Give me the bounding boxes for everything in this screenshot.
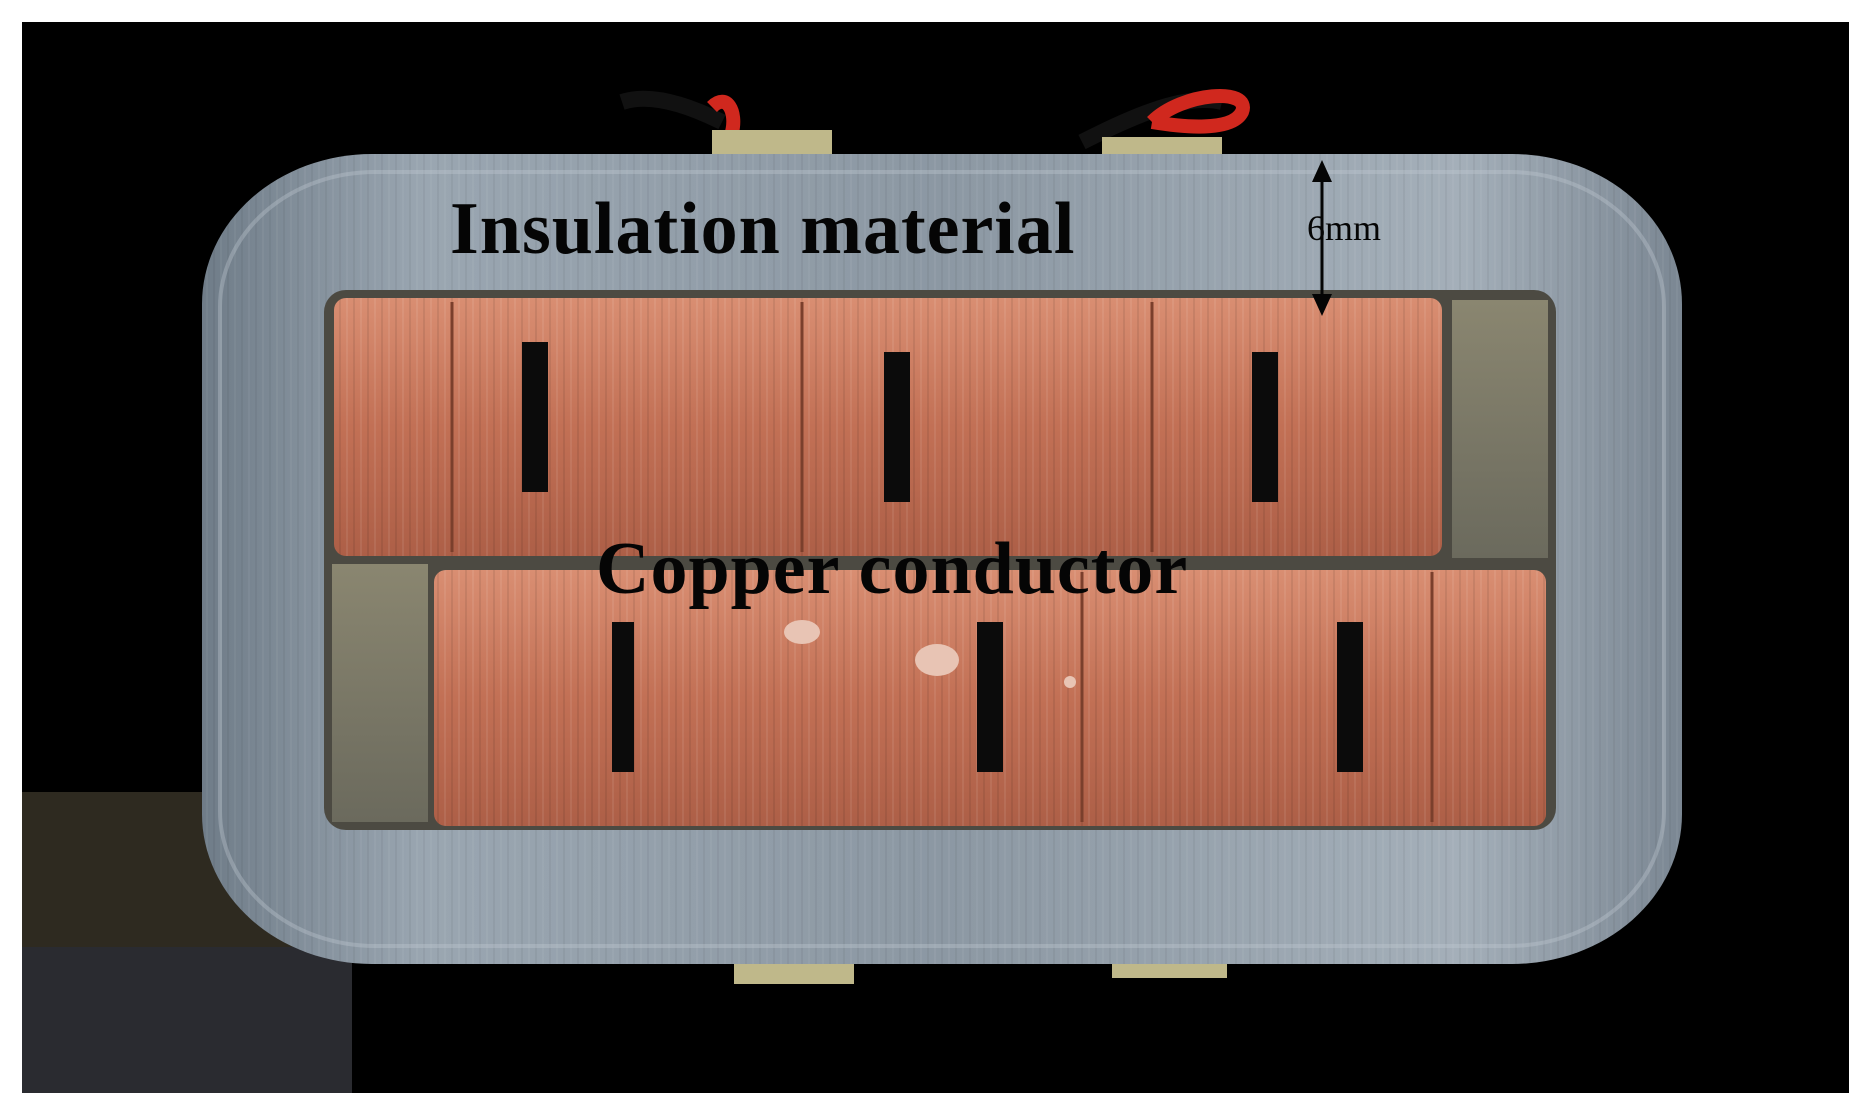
slot-upper-2 bbox=[884, 352, 910, 502]
cable-cross-section bbox=[22, 89, 1682, 1093]
wire-red-left bbox=[707, 94, 741, 134]
terminal-top-left bbox=[712, 130, 832, 158]
dimension-label: 6mm bbox=[1307, 208, 1382, 248]
slot-lower-1 bbox=[612, 622, 634, 772]
upper-conductor bbox=[334, 298, 1442, 556]
filler-right bbox=[1452, 300, 1548, 558]
wire-red-right bbox=[1147, 89, 1250, 134]
slot-lower-2 bbox=[977, 622, 1003, 772]
wire-black-left bbox=[619, 90, 726, 130]
slot-lower-3 bbox=[1337, 622, 1363, 772]
table-edge bbox=[22, 947, 352, 1093]
dimension-arrow bbox=[1312, 160, 1332, 316]
insulation-label: Insulation material bbox=[450, 188, 1076, 270]
photo-frame: Insulation material Copper conductor 6mm bbox=[22, 22, 1849, 1093]
filler-left bbox=[332, 564, 428, 822]
lower-conductor bbox=[434, 570, 1546, 826]
copper-label: Copper conductor bbox=[596, 528, 1189, 610]
slot-upper-1 bbox=[522, 342, 548, 492]
slot-upper-3 bbox=[1252, 352, 1278, 502]
